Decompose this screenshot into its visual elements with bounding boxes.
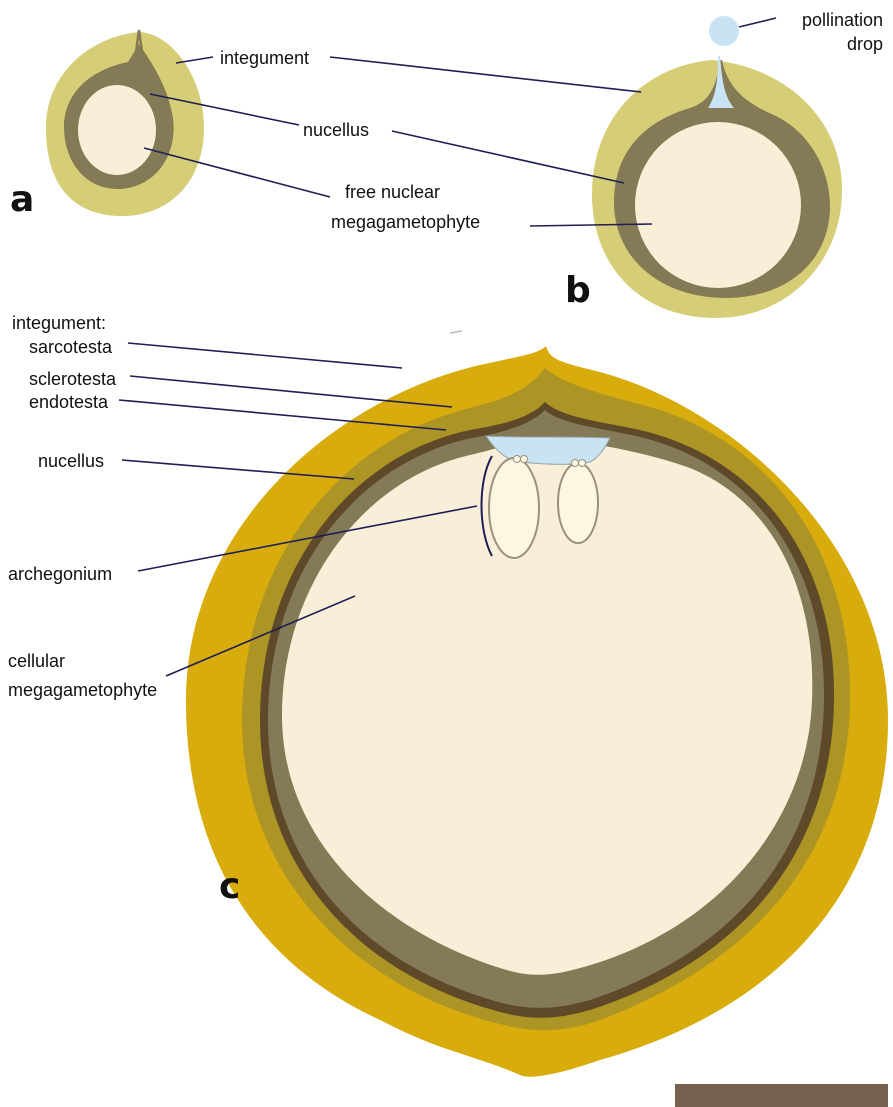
label-megagametophyte: megagametophyte [331,212,480,232]
leader-pollination-drop [739,18,776,27]
apex-mark [450,331,462,333]
leader-nucellus-b [392,131,624,183]
neck-cell [514,456,521,463]
neck-cell [579,460,586,467]
label-nucellus-c: nucellus [38,451,104,471]
pollination-drop [709,16,739,46]
label-cellular-megagametophyte: megagametophyte [8,680,157,700]
megagametophyte-a [78,85,156,175]
label-nucellus: nucellus [303,120,369,140]
panel-letter-b: b [565,270,591,311]
scale-bar [675,1084,888,1107]
leader-sarcotesta [128,343,402,368]
label-endotesta: endotesta [29,392,109,412]
panel-letter-c: c [219,866,240,907]
ovule-a [46,30,204,216]
leader-integument-b [330,57,641,92]
label-archegonium: archegonium [8,564,112,584]
label-sarcotesta: sarcotesta [29,337,113,357]
neck-cell [572,460,579,467]
label-integument-colon: integument: [12,313,106,333]
ovule-b [592,16,842,318]
label-free-nuclear: free nuclear [345,182,440,202]
archegonium-1 [489,458,539,558]
label-sclerotesta: sclerotesta [29,369,117,389]
archegonium-2 [558,463,598,543]
label-pollination: pollination [802,10,883,30]
seed-c [186,331,888,1077]
neck-cell [521,456,528,463]
label-integument: integument [220,48,309,68]
label-drop: drop [847,34,883,54]
label-cellular: cellular [8,651,65,671]
panel-letter-a: a [10,179,34,220]
megagametophyte-b [635,122,801,288]
